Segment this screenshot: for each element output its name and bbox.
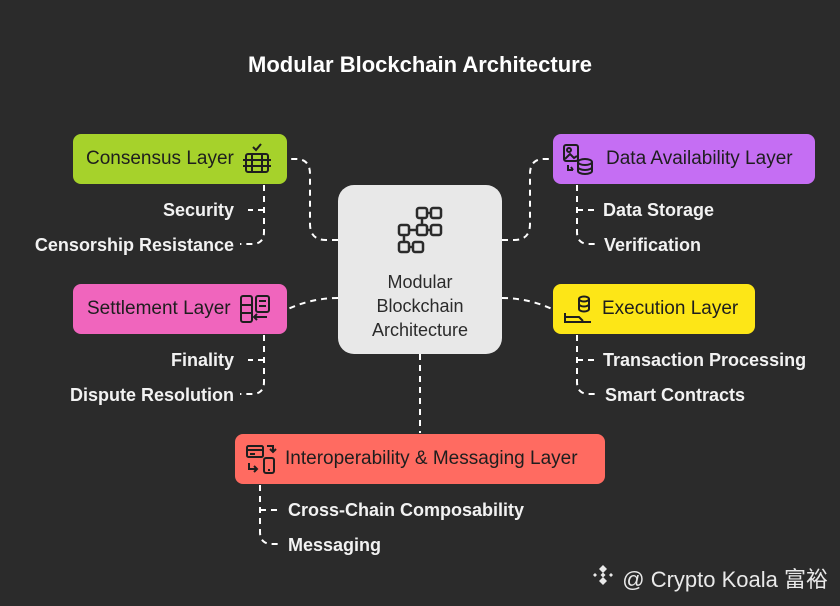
database-pipeline-icon [562, 293, 594, 325]
interoperability-item-cross-chain-composability: Cross-Chain Composability [288, 500, 525, 520]
connector-settlement [287, 297, 339, 310]
settlement-layer-box: Settlement Layer [73, 284, 287, 334]
interoperability-layer-box: Interoperability & Messaging Layer [235, 434, 605, 484]
execution-item-smart-contracts: Smart Contracts [605, 385, 746, 405]
image-database-icon [562, 143, 594, 175]
modular-blocks-icon [395, 205, 445, 260]
connector-data-availability [502, 158, 552, 241]
consensus-layer-box: Consensus Layer [73, 134, 287, 184]
ledger-check-icon [242, 143, 272, 175]
center-label: Modular Blockchain Architecture [371, 272, 469, 340]
binance-logo-icon [590, 562, 616, 594]
consensus-layer-label: Consensus Layer [86, 148, 234, 169]
document-exchange-icon [239, 293, 271, 325]
center-node: Modular Blockchain Architecture [338, 185, 502, 354]
execution-layer-box: Execution Layer [553, 284, 755, 334]
watermark-text: @ Crypto Koala 富裕 [622, 567, 828, 592]
consensus-item-security: Security [162, 200, 234, 220]
interoperability-item-messaging: Messaging [288, 535, 382, 555]
diagram-title: Modular Blockchain Architecture [248, 52, 592, 77]
data-availability-layer-label: Data Availability Layer [606, 148, 793, 169]
settlement-item-dispute-resolution: Dispute Resolution [69, 385, 234, 405]
data-availability-item-verification: Verification [604, 235, 702, 255]
settlement-item-finality: Finality [170, 350, 234, 370]
card-phone-exchange-icon [245, 443, 277, 475]
execution-layer-label: Execution Layer [602, 298, 739, 319]
settlement-layer-label: Settlement Layer [87, 298, 231, 319]
connector-consensus [288, 158, 338, 241]
data-availability-layer-box: Data Availability Layer [553, 134, 815, 184]
consensus-item-censorship-resistance: Censorship Resistance [34, 235, 234, 255]
interoperability-layer-label: Interoperability & Messaging Layer [285, 448, 578, 469]
watermark: @ Crypto Koala 富裕 [590, 562, 828, 594]
execution-item-transaction-processing: Transaction Processing [603, 350, 807, 370]
data-availability-item-data-storage: Data Storage [603, 200, 715, 220]
connector-execution [501, 297, 553, 310]
